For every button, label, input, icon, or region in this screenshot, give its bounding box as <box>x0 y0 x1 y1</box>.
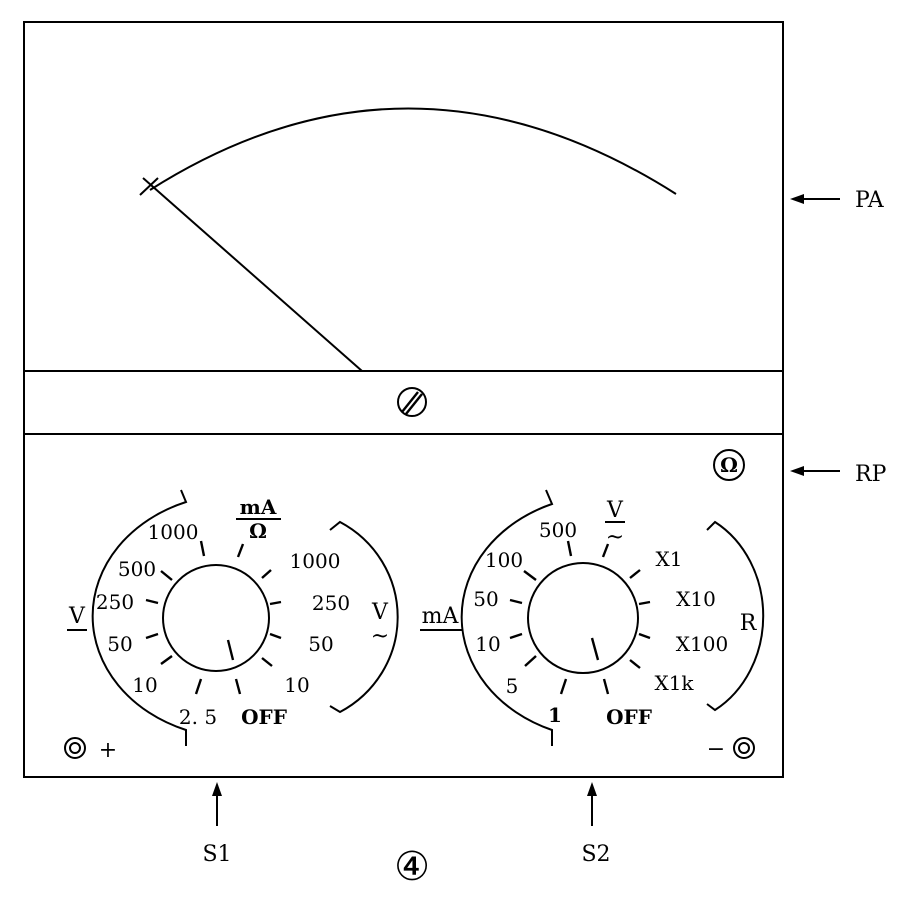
dial-s1-left-bracket <box>91 489 188 746</box>
dial-s2-position: X1 <box>656 547 683 571</box>
dial-s2-knob[interactable] <box>527 562 639 674</box>
dial-s2-top-label: V <box>606 498 624 523</box>
dial-s1-ticks <box>145 540 282 695</box>
dial-s2-pointer <box>590 637 600 661</box>
dial-s2-ticks <box>509 540 651 695</box>
figure-number: ④ <box>394 844 430 890</box>
dial-s1-position: 50 <box>107 632 132 656</box>
negative-terminal-icon[interactable] <box>733 737 755 759</box>
dial-s1-position: 1000 <box>148 520 199 544</box>
dial-s2-position: 10 <box>475 632 500 656</box>
meter-scale-arc <box>149 107 677 195</box>
needle-tip-mark <box>139 177 159 196</box>
dial-s1-right-group-sublabel: ~ <box>371 624 389 649</box>
dial-s2-position: X100 <box>676 632 728 656</box>
dial-s2-position: 1 <box>548 703 562 727</box>
dial-s1-knob[interactable] <box>162 564 270 672</box>
pa-label: PA <box>855 188 885 213</box>
dial-s1-position: 10 <box>284 673 309 697</box>
dial-s2-top-sublabel: ~ <box>606 525 624 550</box>
dial-s1-top-label: mA <box>240 495 277 519</box>
dial-s2: V ~ mA R 500 100 50 10 5 1 OFF X1k X100 … <box>420 489 765 746</box>
ohm-indicator-label: Ω <box>720 453 738 477</box>
dial-s1: mA Ω V V ~ 1000 500 250 50 10 2. 5 OFF 1… <box>67 489 399 746</box>
positive-terminal-icon[interactable] <box>64 737 86 759</box>
dial-s2-right-bracket <box>706 520 765 712</box>
s1-pointer <box>212 782 222 826</box>
zero-adjust-screw-icon[interactable] <box>397 387 427 417</box>
dial-s1-position: OFF <box>241 705 287 729</box>
dial-s2-left-bracket <box>460 489 554 746</box>
dial-s1-position: 1000 <box>290 549 341 573</box>
dial-s2-position: 100 <box>485 548 523 572</box>
dial-s2-position: 500 <box>539 518 577 542</box>
rp-pointer <box>790 466 840 476</box>
dial-s2-position: X10 <box>676 587 716 611</box>
dial-s1-right-bracket <box>329 520 399 714</box>
positive-terminal-label: + <box>99 738 117 763</box>
dial-s1-position: 250 <box>312 591 350 615</box>
meter-case <box>23 21 784 778</box>
dial-s2-right-group-label: R <box>740 611 758 636</box>
dial-s2-position: 50 <box>473 587 498 611</box>
s2-label: S2 <box>581 842 610 867</box>
dial-s1-position: 250 <box>96 590 134 614</box>
dial-s1-right-group-label: V <box>371 600 389 625</box>
dial-s1-position: 500 <box>118 557 156 581</box>
dial-s1-position: 50 <box>308 632 333 656</box>
dial-s1-top-sublabel: Ω <box>249 519 267 543</box>
pa-pointer <box>790 194 840 204</box>
dial-s2-left-group-label: mA <box>422 604 460 629</box>
s2-pointer <box>587 782 597 826</box>
meter-needle <box>142 177 363 372</box>
dial-s1-position: 2. 5 <box>179 705 217 729</box>
dial-s2-position: X1k <box>654 671 694 695</box>
negative-terminal-label: − <box>707 737 725 762</box>
ohm-indicator-icon <box>713 449 745 481</box>
dial-s1-position: 10 <box>132 673 157 697</box>
dial-s1-pointer <box>226 639 235 661</box>
dial-s1-left-group-label: V <box>68 604 86 629</box>
rp-label: RP <box>855 462 887 487</box>
dial-s2-position: OFF <box>606 705 652 729</box>
dial-s2-position: 5 <box>506 674 519 698</box>
s1-label: S1 <box>202 842 231 867</box>
